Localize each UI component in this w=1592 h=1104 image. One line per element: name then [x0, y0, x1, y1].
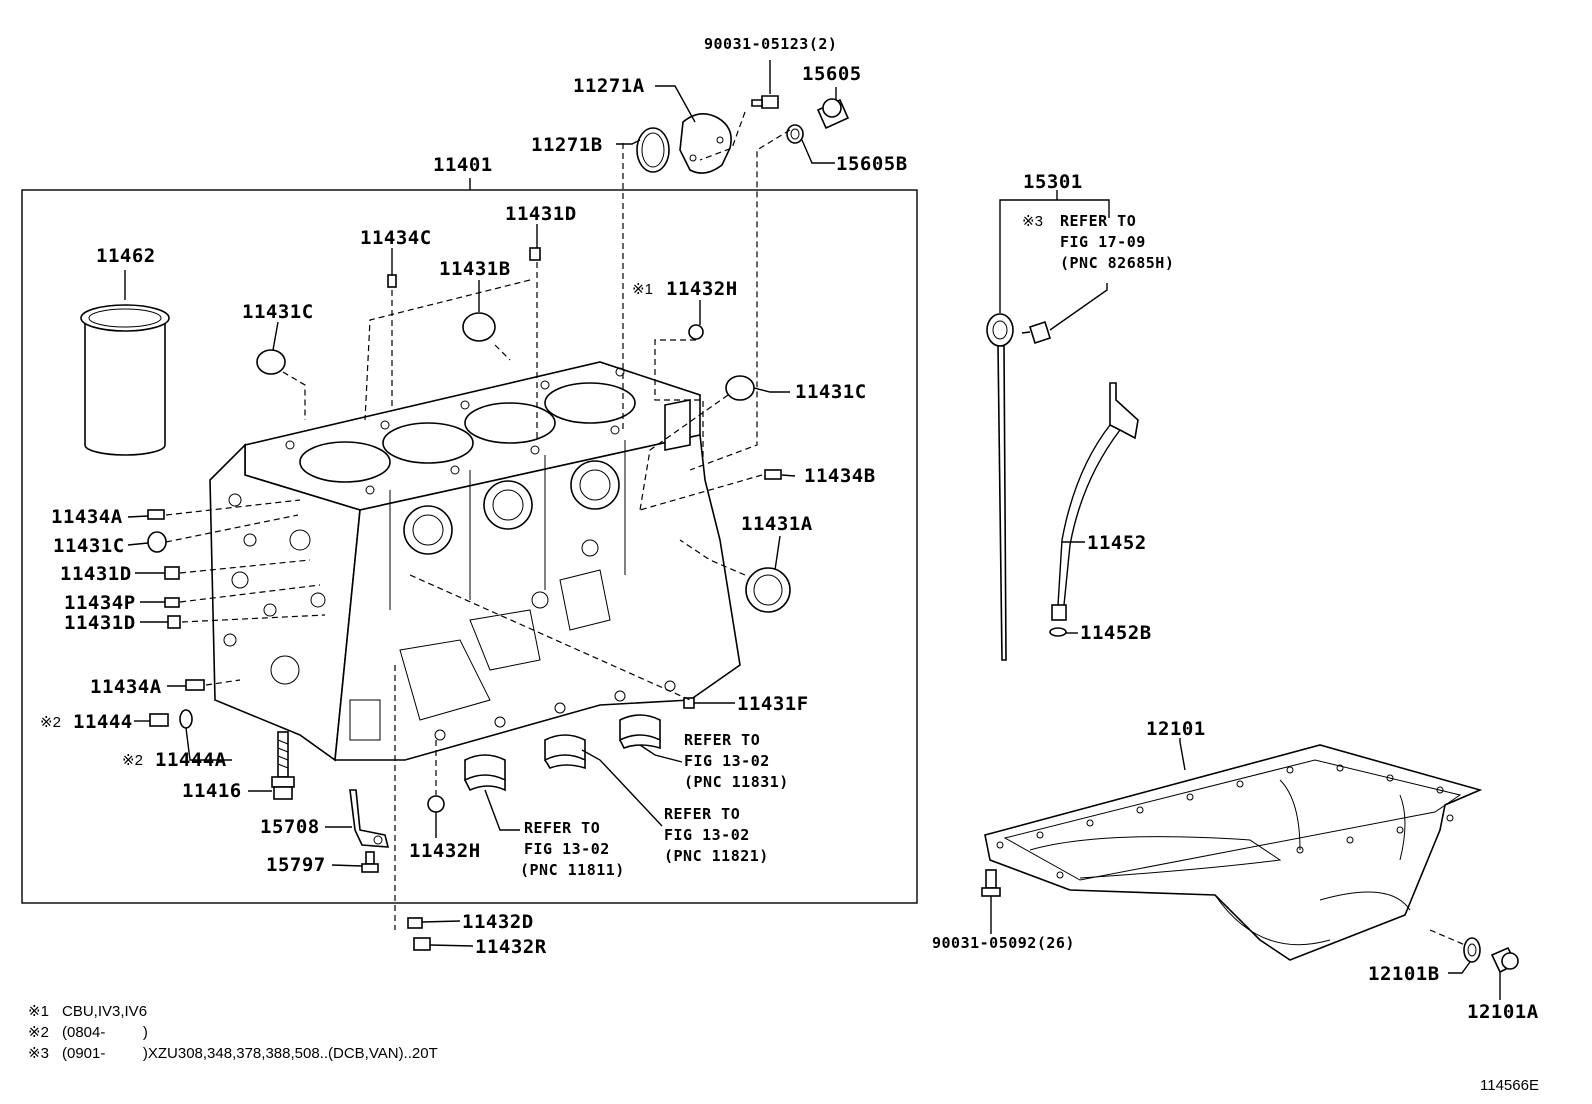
- small-plugs: [147, 247, 791, 813]
- label-15605B: 15605B: [836, 153, 908, 175]
- label-11462: 11462: [96, 245, 156, 267]
- label-11431C-left: 11431C: [242, 301, 314, 323]
- label-12101B: 12101B: [1368, 963, 1440, 985]
- ref-11821-line3: (PNC 11821): [664, 847, 769, 865]
- mark-2b: ※2: [122, 752, 143, 769]
- footnote-1-mark: ※1: [28, 1003, 49, 1020]
- label-11271A: 11271A: [573, 75, 645, 97]
- part-labels: 90031-05123(2) 15605 11271A 11271B 15605…: [40, 35, 1539, 1023]
- label-11431B: 11431B: [439, 258, 511, 280]
- ref-11831-line3: (PNC 11831): [684, 773, 789, 791]
- bolt-90031-05092: [981, 869, 1001, 897]
- label-11434P: 11434P: [64, 592, 136, 614]
- footnote-2-mark: ※2: [28, 1024, 49, 1041]
- ref-11821-line2: FIG 13-02: [664, 826, 750, 844]
- label-12101A: 12101A: [1467, 1001, 1539, 1023]
- ref-11811-line1: REFER TO: [524, 819, 600, 837]
- ref-11811-line2: FIG 13-02: [524, 840, 610, 858]
- ref-15301-line2: FIG 17-09: [1060, 233, 1146, 251]
- ref-11831-line1: REFER TO: [684, 731, 760, 749]
- label-15301: 15301: [1023, 171, 1083, 193]
- mark-1: ※1: [632, 281, 653, 298]
- bearing-shells: [464, 714, 661, 792]
- label-11416: 11416: [182, 780, 242, 802]
- ref-11811-line3: (PNC 11811): [520, 861, 625, 879]
- label-11434C: 11434C: [360, 227, 432, 249]
- label-11401: 11401: [433, 154, 493, 176]
- label-12101: 12101: [1146, 718, 1206, 740]
- label-11452B: 11452B: [1080, 622, 1152, 644]
- dashed-lines: [165, 111, 1466, 946]
- ref-11831-line2: FIG 13-02: [684, 752, 770, 770]
- cylinder-block-drawing: [209, 361, 741, 762]
- label-15708: 15708: [260, 816, 320, 838]
- drain-cock-11432: [407, 917, 431, 951]
- cover-plate-11271A: [636, 113, 732, 174]
- label-11444A: 11444A: [155, 749, 227, 771]
- label-11444: 11444: [73, 711, 133, 733]
- label-11431C-right: 11431C: [795, 381, 867, 403]
- figure-id: 114566E: [1480, 1077, 1539, 1094]
- leader-lines: [127, 85, 1501, 1000]
- bolt-90031-05123: [751, 60, 779, 109]
- label-11431C-2: 11431C: [53, 535, 125, 557]
- label-11434B: 11434B: [804, 465, 876, 487]
- dipstick-guide-11452: [1049, 382, 1139, 637]
- label-11431D-top: 11431D: [505, 203, 577, 225]
- ref-11821-line1: REFER TO: [664, 805, 740, 823]
- footnote-3-text: (0901- )XZU308,348,378,388,508..(DCB,VAN…: [62, 1045, 438, 1062]
- bracket-15708: [349, 789, 390, 873]
- label-11271B: 11271B: [531, 134, 603, 156]
- label-11432D: 11432D: [462, 911, 534, 933]
- label-90031-05123: 90031-05123(2): [704, 35, 837, 53]
- ref-15301-line1: REFER TO: [1060, 212, 1136, 230]
- reference-notes: ※3 REFER TO FIG 17-09 (PNC 82685H) REFER…: [520, 212, 1174, 879]
- label-11452: 11452: [1087, 532, 1147, 554]
- ref-15301-line3: (PNC 82685H): [1060, 254, 1174, 272]
- label-15797: 15797: [266, 854, 326, 876]
- plug-15605: [786, 98, 850, 144]
- label-15605: 15605: [802, 63, 862, 85]
- label-11431F: 11431F: [737, 693, 809, 715]
- footnote-1-text: CBU,IV3,IV6: [62, 1003, 147, 1020]
- label-11434A-2: 11434A: [90, 676, 162, 698]
- label-11432R: 11432R: [475, 936, 547, 958]
- footnote-3-mark: ※3: [28, 1045, 49, 1062]
- oil-pan-12101: [984, 744, 1483, 961]
- dipstick-15301: [986, 313, 1051, 661]
- drain-plug-12101: [1463, 937, 1519, 974]
- footnote-2-text: (0804- ): [62, 1024, 148, 1041]
- bolt-11416: [271, 731, 295, 800]
- label-11431D-2: 11431D: [60, 563, 132, 585]
- cylinder-liner-11462: [80, 270, 170, 456]
- mark-3: ※3: [1022, 213, 1043, 230]
- label-11431D-3: 11431D: [64, 612, 136, 634]
- label-11432H-bottom: 11432H: [409, 840, 481, 862]
- label-11434A-1: 11434A: [51, 506, 123, 528]
- label-11432H-top: 11432H: [666, 278, 738, 300]
- footnotes: ※1 CBU,IV3,IV6 ※2 (0804- ) ※3 (0901- )XZ…: [28, 1003, 438, 1062]
- label-11431A: 11431A: [741, 513, 813, 535]
- label-90031-05092: 90031-05092(26): [932, 934, 1075, 952]
- mark-2a: ※2: [40, 714, 61, 731]
